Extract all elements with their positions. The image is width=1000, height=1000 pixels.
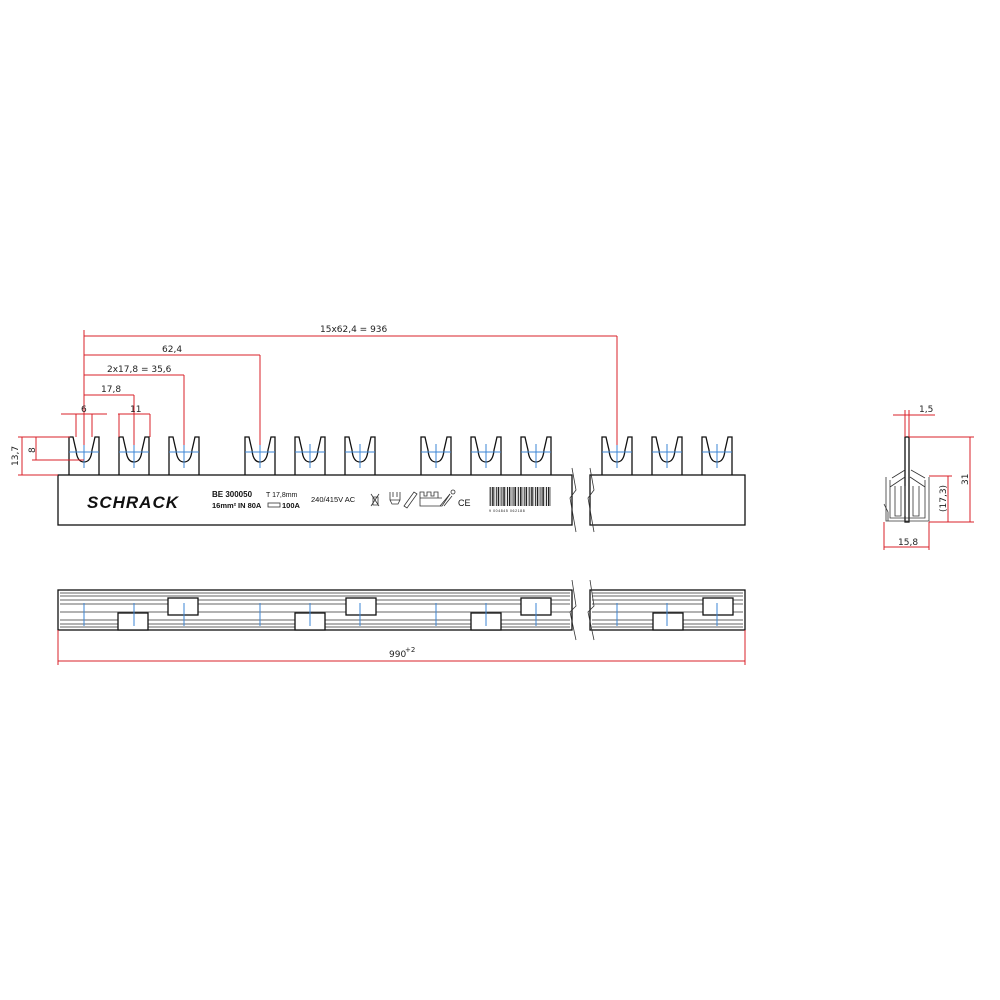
barcode-bar <box>546 487 548 506</box>
barcode-bar <box>512 487 514 506</box>
pin <box>470 436 502 475</box>
dim-overall-length-tolerance: +2 <box>405 646 415 654</box>
barcode-bar <box>514 487 516 506</box>
pin <box>701 436 733 475</box>
dim-overall-length: 990 <box>389 650 406 660</box>
part-number: BE 300050 <box>212 490 253 499</box>
clip-block <box>167 597 199 616</box>
dim-total-pitch: 15x62,4 = 936 <box>320 325 388 335</box>
pencil-icon <box>403 491 418 509</box>
pin-row-front-view <box>68 436 733 475</box>
dim-slot-width: 6 <box>81 405 87 415</box>
dimension-overall-length <box>57 630 746 665</box>
dim-module-pitch: 62,4 <box>162 345 182 355</box>
pin <box>344 436 376 475</box>
weee-bin-icon <box>370 493 380 507</box>
barcode-bar <box>523 487 525 506</box>
barcode-bar <box>542 487 544 506</box>
dimension-lines-top <box>18 330 618 476</box>
busbar-side-view <box>883 436 930 523</box>
rating-text: IN 80A <box>238 501 262 510</box>
barcode-bar <box>501 487 503 506</box>
clip-block <box>702 597 734 616</box>
pin <box>118 436 150 475</box>
pin <box>244 436 276 475</box>
dim-single-pitch: 17,8 <box>101 385 121 395</box>
pin-symbol-icon <box>389 492 401 505</box>
fuse-rating-text: 100A <box>282 501 301 510</box>
dim-side-thickness: 1,5 <box>919 405 933 415</box>
barcode-bar <box>508 487 511 506</box>
barcode-bar <box>495 487 497 506</box>
barcode-bar <box>531 487 533 506</box>
barcode-bar <box>490 487 492 506</box>
barcode-bar <box>492 487 494 506</box>
barcode-bar <box>520 487 522 506</box>
pin <box>520 436 552 475</box>
barcode-bar <box>534 487 536 506</box>
pin <box>651 436 683 475</box>
pin <box>294 436 326 475</box>
clip-block <box>652 612 684 631</box>
dim-side-body-height: (17,3) <box>939 485 949 512</box>
ce-mark: CE <box>458 498 471 508</box>
busbar-top-view <box>57 579 746 641</box>
pin <box>601 436 633 475</box>
barcode-bar <box>536 487 539 506</box>
clip-block <box>345 597 377 616</box>
voltage-text: 240/415V AC <box>311 495 356 504</box>
barcode-bar <box>529 487 531 506</box>
barcode-bar <box>547 487 550 506</box>
dim-double-pitch: 2x17,8 = 35,6 <box>107 365 172 375</box>
brand-logo: SCHRACK <box>87 493 180 512</box>
clip-block <box>117 612 149 631</box>
barcode-bar <box>507 487 508 506</box>
barcode-bar <box>525 487 528 506</box>
fuse-icon <box>267 502 281 508</box>
barcode-bar <box>503 487 505 506</box>
dim-pin-height: 13,7 <box>11 446 21 466</box>
pin <box>168 436 200 475</box>
barcode-bar <box>518 487 520 506</box>
busbar-body-front <box>57 467 746 533</box>
cross-section-text: 16mm² <box>212 501 237 510</box>
barcode-number: 9 004845 062188 <box>489 509 525 513</box>
barcode-bar <box>540 487 542 506</box>
barcode-bar <box>497 487 500 506</box>
dim-side-height: 31 <box>961 474 971 485</box>
pitch-text: T 17,8mm <box>266 492 298 499</box>
dim-slot-depth: 8 <box>28 447 38 453</box>
pin <box>420 436 452 475</box>
barcode <box>489 487 551 506</box>
side-view-dimensions <box>883 410 974 550</box>
dim-side-width: 15,8 <box>898 538 918 548</box>
dim-pin-width: 11 <box>130 405 141 415</box>
pin <box>68 436 100 475</box>
busbar-cut-icon <box>419 489 456 507</box>
